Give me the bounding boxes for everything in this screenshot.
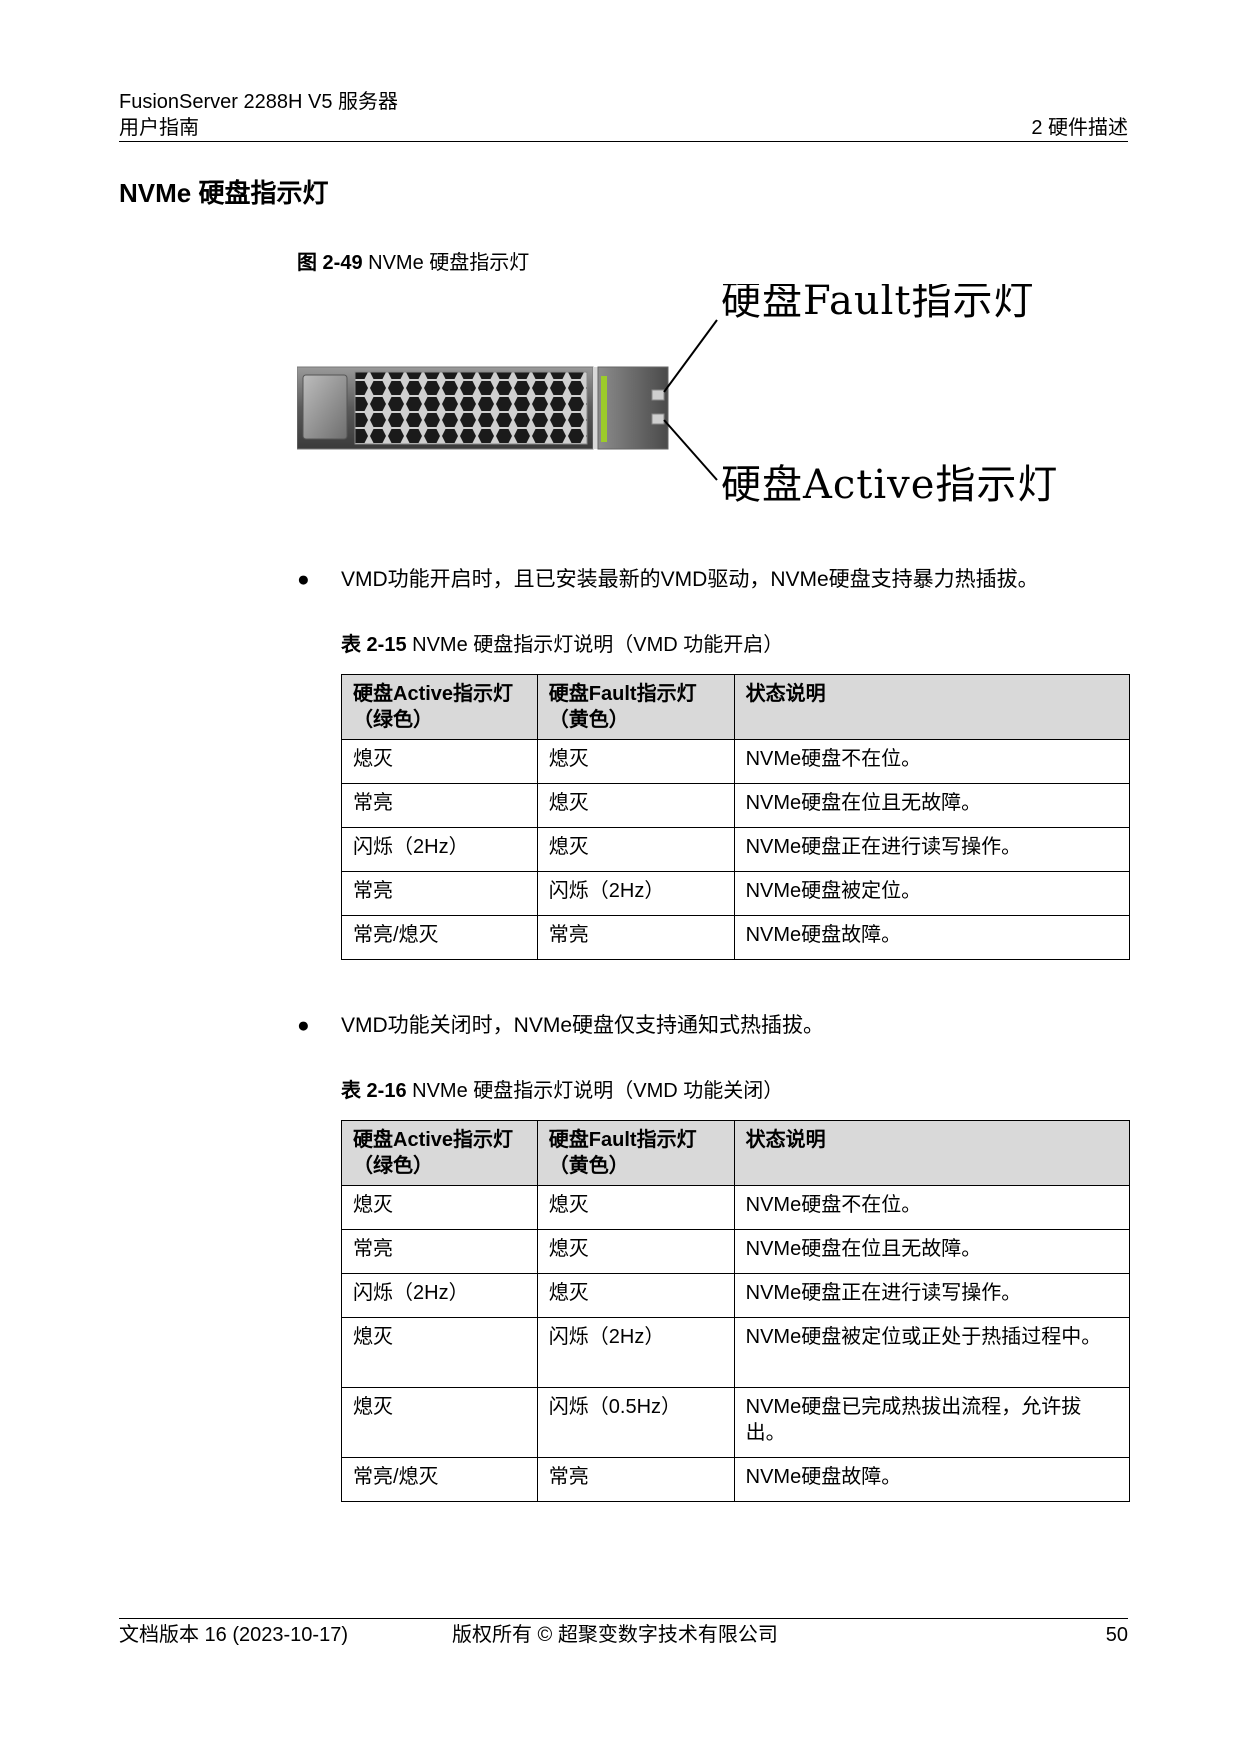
table-row: 常亮 熄灭 NVMe硬盘在位且无故障。 (341, 783, 1131, 828)
cell-status: NVMe硬盘在位且无故障。 (733, 1229, 1131, 1274)
table2-caption-number: 表 2-16 (341, 1080, 407, 1102)
header-doc-type: 用户指南 (119, 117, 199, 139)
header-fault: 硬盘Fault指示灯（黄色） (536, 674, 735, 740)
fault-indicator-led (651, 389, 665, 401)
table1-caption-number: 表 2-15 (341, 634, 407, 656)
cell-fault: 熄灭 (536, 1273, 735, 1318)
cell-active: 熄灭 (341, 1317, 538, 1388)
cell-status: NVMe硬盘被定位或正处于热插过程中。 (733, 1317, 1131, 1388)
cell-active: 闪烁（2Hz） (341, 1273, 538, 1318)
footer-rule (119, 1618, 1128, 1619)
figure-caption: 图 2-49 NVMe 硬盘指示灯 (297, 250, 529, 276)
table2-caption-text: NVMe 硬盘指示灯说明（VMD 功能关闭） (406, 1080, 784, 1102)
table2-caption: 表 2-16 NVMe 硬盘指示灯说明（VMD 功能关闭） (341, 1078, 783, 1104)
footer-copyright: 版权所有 © 超聚变数字技术有限公司 (452, 1624, 778, 1646)
table-vmd-off: 硬盘Active指示灯（绿色） 硬盘Fault指示灯（黄色） 状态说明 熄灭 熄… (341, 1120, 1131, 1502)
cell-fault: 熄灭 (536, 1229, 735, 1274)
header-active: 硬盘Active指示灯（绿色） (341, 674, 538, 740)
table-header-row: 硬盘Active指示灯（绿色） 硬盘Fault指示灯（黄色） 状态说明 (341, 674, 1131, 740)
header-rule (119, 141, 1128, 142)
active-indicator-label: 硬盘Active指示灯 (721, 462, 1057, 508)
active-leader-line (663, 419, 718, 481)
cell-fault: 闪烁（2Hz） (536, 871, 735, 916)
cell-active: 常亮 (341, 871, 538, 916)
header-product: FusionServer 2288H V5 服务器 (119, 91, 399, 113)
header-fault: 硬盘Fault指示灯（黄色） (536, 1120, 735, 1186)
drive-hex-mesh (354, 371, 588, 445)
cell-status: NVMe硬盘在位且无故障。 (733, 783, 1131, 828)
cell-fault: 闪烁（0.5Hz） (536, 1387, 735, 1458)
cell-active: 熄灭 (341, 739, 538, 784)
header-active: 硬盘Active指示灯（绿色） (341, 1120, 538, 1186)
table-row: 熄灭 熄灭 NVMe硬盘不在位。 (341, 739, 1131, 784)
bullet-text: VMD功能开启时，且已安装最新的VMD驱动，NVMe硬盘支持暴力热插拔。 (341, 568, 1039, 591)
cell-fault: 常亮 (536, 1457, 735, 1502)
footer-page-number: 50 (1105, 1624, 1128, 1646)
cell-active: 闪烁（2Hz） (341, 827, 538, 872)
green-strip (601, 376, 607, 442)
table-vmd-on: 硬盘Active指示灯（绿色） 硬盘Fault指示灯（黄色） 状态说明 熄灭 熄… (341, 674, 1131, 960)
cell-fault: 熄灭 (536, 1185, 735, 1230)
section-title: NVMe 硬盘指示灯 (119, 178, 329, 208)
figure-caption-number: 图 2-49 (297, 252, 363, 274)
table-row: 熄灭 闪烁（2Hz） NVMe硬盘被定位或正处于热插过程中。 (341, 1317, 1131, 1388)
table-row: 熄灭 熄灭 NVMe硬盘不在位。 (341, 1185, 1131, 1230)
fault-indicator-label: 硬盘Fault指示灯 (721, 284, 1035, 324)
drive-indicator-panel (597, 366, 669, 450)
drive-latch (302, 374, 348, 440)
cell-status: NVMe硬盘故障。 (733, 915, 1131, 960)
bullet-dot: ● (297, 568, 310, 591)
drive-separator (593, 367, 598, 449)
cell-active: 常亮 (341, 1229, 538, 1274)
header-status: 状态说明 (733, 674, 1131, 740)
table-row: 闪烁（2Hz） 熄灭 NVMe硬盘正在进行读写操作。 (341, 1273, 1131, 1318)
cell-active: 常亮/熄灭 (341, 915, 538, 960)
nvme-drive-illustration: 硬盘Fault指示灯 硬盘Active指示灯 (296, 278, 1057, 508)
cell-status: NVMe硬盘正在进行读写操作。 (733, 827, 1131, 872)
cell-active: 熄灭 (341, 1185, 538, 1230)
cell-fault: 闪烁（2Hz） (536, 1317, 735, 1388)
table-header-row: 硬盘Active指示灯（绿色） 硬盘Fault指示灯（黄色） 状态说明 (341, 1120, 1131, 1186)
header-chapter: 2 硬件描述 (1031, 117, 1128, 139)
cell-status: NVMe硬盘不在位。 (733, 739, 1131, 784)
cell-active: 常亮/熄灭 (341, 1457, 538, 1502)
table-row: 闪烁（2Hz） 熄灭 NVMe硬盘正在进行读写操作。 (341, 827, 1131, 872)
cell-status: NVMe硬盘已完成热拔出流程，允许拔出。 (733, 1387, 1131, 1458)
cell-status: NVMe硬盘正在进行读写操作。 (733, 1273, 1131, 1318)
cell-active: 熄灭 (341, 1387, 538, 1458)
table-row: 常亮 闪烁（2Hz） NVMe硬盘被定位。 (341, 871, 1131, 916)
cell-status: NVMe硬盘被定位。 (733, 871, 1131, 916)
table1-caption-text: NVMe 硬盘指示灯说明（VMD 功能开启） (406, 634, 784, 656)
table-row: 常亮/熄灭 常亮 NVMe硬盘故障。 (341, 915, 1131, 960)
cell-fault: 常亮 (536, 915, 735, 960)
table1-caption: 表 2-15 NVMe 硬盘指示灯说明（VMD 功能开启） (341, 632, 783, 658)
cell-fault: 熄灭 (536, 827, 735, 872)
header-status: 状态说明 (733, 1120, 1131, 1186)
active-indicator-led (651, 413, 665, 425)
bullet-dot: ● (297, 1014, 310, 1037)
nvme-drive-figure: 硬盘Fault指示灯 硬盘Active指示灯 (296, 278, 1057, 534)
fault-leader-line (663, 319, 718, 393)
cell-fault: 熄灭 (536, 739, 735, 784)
cell-fault: 熄灭 (536, 783, 735, 828)
bullet-text: VMD功能关闭时，NVMe硬盘仅支持通知式热插拔。 (341, 1014, 825, 1037)
footer-version: 文档版本 16 (2023-10-17) (119, 1624, 348, 1646)
table-row: 熄灭 闪烁（0.5Hz） NVMe硬盘已完成热拔出流程，允许拔出。 (341, 1387, 1131, 1458)
figure-caption-text: NVMe 硬盘指示灯 (362, 252, 530, 274)
cell-status: NVMe硬盘故障。 (733, 1457, 1131, 1502)
cell-status: NVMe硬盘不在位。 (733, 1185, 1131, 1230)
cell-active: 常亮 (341, 783, 538, 828)
table-row: 常亮/熄灭 常亮 NVMe硬盘故障。 (341, 1457, 1131, 1502)
table-row: 常亮 熄灭 NVMe硬盘在位且无故障。 (341, 1229, 1131, 1274)
